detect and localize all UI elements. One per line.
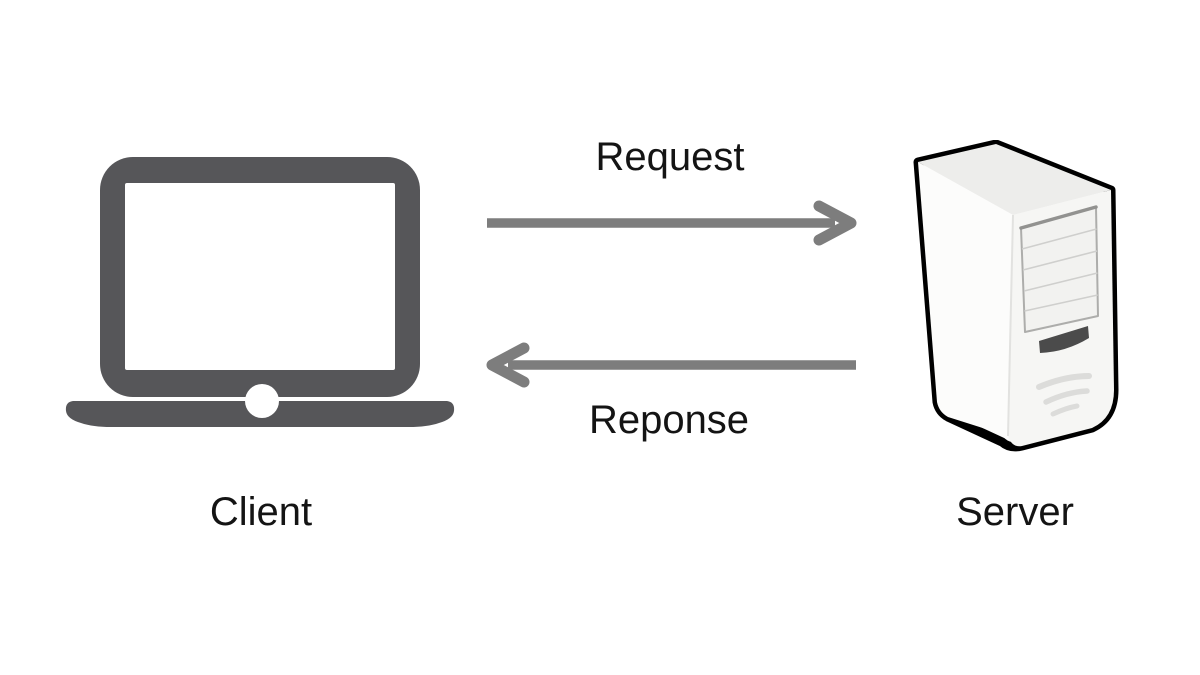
- request-label: Request: [595, 135, 745, 179]
- laptop-icon: [65, 157, 455, 427]
- client-label: Client: [209, 490, 313, 534]
- server-tower-icon: [913, 140, 1119, 452]
- response-arrow-icon: [486, 342, 856, 388]
- request-arrow-icon: [487, 200, 857, 246]
- server-label: Server: [956, 490, 1074, 534]
- response-label: Reponse: [588, 398, 750, 442]
